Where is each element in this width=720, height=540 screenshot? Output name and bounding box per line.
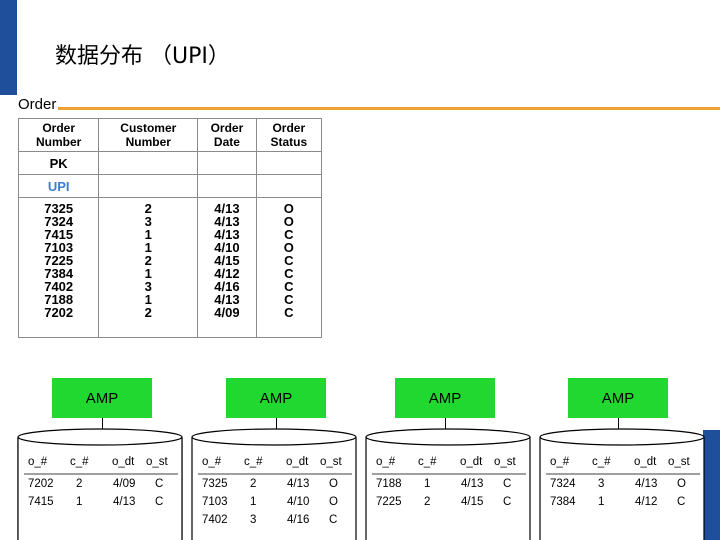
- disk1-row2-o-st: C: [155, 496, 164, 508]
- disk3-header-o-dt: o_dt: [460, 456, 483, 468]
- disk3-row2-c-num: 2: [424, 496, 431, 508]
- disk3-row2-o-st: C: [503, 496, 512, 508]
- amp-connector-4: [618, 418, 619, 430]
- disk4-header-o-dt: o_dt: [634, 456, 657, 468]
- disk3-header-o-st: o_st: [494, 456, 516, 468]
- disk1-header-o-dt: o_dt: [112, 456, 135, 468]
- disk3-row1-o-num: 7188: [376, 478, 402, 490]
- header-order-number: Order Number: [17, 118, 100, 152]
- disk3-row1-o-dt: 4/13: [461, 478, 484, 490]
- amp-box-4: AMP: [568, 378, 668, 418]
- pk-row: PK: [17, 151, 323, 175]
- disk3-header-o-num: o_#: [376, 456, 396, 468]
- disk2-row2-c-num: 1: [250, 496, 257, 508]
- disk3-row1-c-num: 1: [424, 478, 431, 490]
- disk-cylinder-3: [365, 428, 531, 540]
- order-status-column: O O C O C C C C C: [255, 197, 323, 338]
- pk-label: PK: [17, 151, 100, 175]
- disk1-row1-c-num: 2: [76, 478, 83, 490]
- disk1-header-o-st: o_st: [146, 456, 168, 468]
- disk2-row2-o-num: 7103: [202, 496, 228, 508]
- customer-number-column: 2 3 1 1 2 1 3 1 2: [98, 197, 199, 338]
- disk4-row1-o-num: 7324: [550, 478, 576, 490]
- order-number-column: 7325 7324 7415 7103 7225 7384 7402 7188 …: [17, 197, 100, 338]
- disk4-row2-o-num: 7384: [550, 496, 576, 508]
- amp-connector-3: [445, 418, 446, 430]
- disk1-row1-o-st: C: [155, 478, 164, 490]
- disk4-header-o-st: o_st: [668, 456, 690, 468]
- amp-connector-1: [102, 418, 103, 430]
- right-accent-bar: [703, 430, 720, 540]
- disk1-header-c-num: c_#: [70, 456, 89, 468]
- disk3-row2-o-dt: 4/15: [461, 496, 484, 508]
- disk2-row2-o-st: O: [329, 496, 338, 508]
- amp-box-2: AMP: [226, 378, 326, 418]
- header-customer-number: Customer Number: [98, 118, 199, 152]
- disk4-row2-o-st: C: [677, 496, 686, 508]
- slide-title: 数据分布 （UPI）: [55, 44, 230, 69]
- amp-connector-2: [276, 418, 277, 430]
- disk4-header-o-num: o_#: [550, 456, 570, 468]
- disk2-row3-c-num: 3: [250, 514, 257, 526]
- upi-row: UPI: [17, 174, 323, 198]
- disk2-row1-o-num: 7325: [202, 478, 228, 490]
- disk1-row1-o-num: 7202: [28, 478, 54, 490]
- order-table-header-row: Order Number Customer Number Order Date …: [17, 118, 323, 152]
- disk4-row1-o-st: O: [677, 478, 686, 490]
- disk1-header-o-num: o_#: [28, 456, 48, 468]
- disk2-header-o-st: o_st: [320, 456, 342, 468]
- disk4-row1-o-dt: 4/13: [635, 478, 658, 490]
- order-data-row: 7325 7324 7415 7103 7225 7384 7402 7188 …: [17, 197, 323, 338]
- disk2-row1-o-st: O: [329, 478, 338, 490]
- disk2-row3-o-st: C: [329, 514, 338, 526]
- disk4-row2-c-num: 1: [598, 496, 605, 508]
- disk2-row2-o-dt: 4/10: [287, 496, 310, 508]
- disk1-row1-o-dt: 4/09: [113, 478, 136, 490]
- disk2-row3-o-num: 7402: [202, 514, 228, 526]
- disk3-row2-o-num: 7225: [376, 496, 402, 508]
- disk-cylinder-1: [17, 428, 183, 540]
- disk2-header-o-dt: o_dt: [286, 456, 309, 468]
- order-date-column: 4/13 4/13 4/13 4/10 4/15 4/12 4/16 4/13 …: [197, 197, 257, 338]
- amp-box-1: AMP: [52, 378, 152, 418]
- left-accent-bar: [0, 0, 17, 95]
- disk1-row2-o-dt: 4/13: [113, 496, 136, 508]
- disk4-row1-c-num: 3: [598, 478, 605, 490]
- header-order-status: Order Status: [255, 118, 323, 152]
- title-divider: [22, 107, 720, 110]
- disk3-row1-o-st: C: [503, 478, 512, 490]
- disk-cylinder-4: [539, 428, 705, 540]
- amp-box-3: AMP: [395, 378, 495, 418]
- disk4-row2-o-dt: 4/12: [635, 496, 658, 508]
- disk2-row3-o-dt: 4/16: [287, 514, 310, 526]
- disk2-header-c-num: c_#: [244, 456, 263, 468]
- order-table: Order Number Customer Number Order Date …: [17, 118, 323, 338]
- disk1-row2-o-num: 7415: [28, 496, 54, 508]
- disk-cylinder-2: [191, 428, 357, 540]
- disk1-row2-c-num: 1: [76, 496, 83, 508]
- disk4-header-c-num: c_#: [592, 456, 611, 468]
- order-table-label: Order: [18, 96, 59, 113]
- disk2-header-o-num: o_#: [202, 456, 222, 468]
- disk2-row1-o-dt: 4/13: [287, 478, 310, 490]
- disk2-row1-c-num: 2: [250, 478, 257, 490]
- disk3-header-c-num: c_#: [418, 456, 437, 468]
